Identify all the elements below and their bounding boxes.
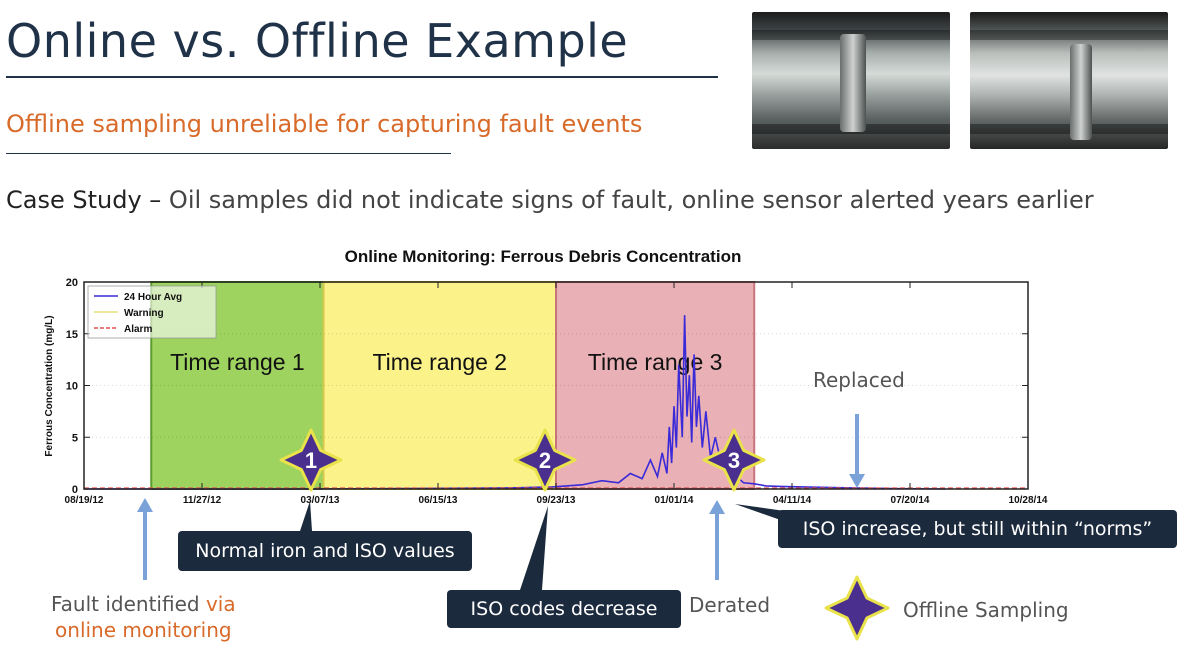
y-axis-label: Ferrous Concentration (mg/L) (44, 315, 55, 456)
chart-title: Online Monitoring: Ferrous Debris Concen… (345, 247, 742, 266)
offline-sample-marker-3 (702, 428, 766, 492)
bearing-photo-before (752, 12, 950, 149)
legend-entry: Warning (124, 308, 164, 319)
callout-pointer-iso-decrease (520, 506, 548, 590)
replaced-label: Replaced (813, 368, 905, 392)
offline-sampling-legend-label: Offline Sampling (903, 598, 1069, 622)
derated-arrow-head (709, 500, 725, 514)
offline-sampling-markers: 1 2 3 (279, 428, 890, 641)
offline-sample-marker-3-label: 3 (728, 448, 740, 473)
x-tick-label: 01/01/14 (655, 495, 694, 506)
time-range-label: Time range 1 (170, 349, 305, 375)
subtitle-divider (6, 153, 451, 154)
callout-pointer-iso-increase (735, 504, 792, 524)
spall-damage (840, 34, 866, 132)
case-study-text: Oil samples did not indicate signs of fa… (168, 186, 1094, 214)
callout-pointer-normal (300, 501, 312, 531)
y-tick-label: 15 (66, 329, 78, 341)
y-tick-label: 0 (72, 484, 78, 496)
fault-note-highlight: via (205, 592, 236, 616)
time-range-label: Time range 2 (372, 349, 507, 375)
replaced-arrow-head (849, 474, 865, 488)
x-tick-label: 11/27/12 (183, 495, 222, 506)
case-study-lead: Case Study – (6, 186, 169, 214)
x-tick-label: 03/07/13 (301, 495, 340, 506)
offline-sample-marker-1-label: 1 (305, 448, 317, 473)
callout-normal-values: Normal iron and ISO values (178, 531, 472, 571)
x-tick-label: 04/11/14 (773, 495, 812, 506)
axis-ticks: 0 5 10 15 20 08/19/12 11/27/12 03/07/13 06/15/13… (65, 277, 1048, 506)
x-tick-label: 06/15/13 (419, 495, 458, 506)
derated-label: Derated (689, 593, 771, 617)
case-study-line: Case Study – Oil samples did not indicat… (6, 186, 1094, 214)
x-tick-label: 08/19/12 (65, 495, 104, 506)
series-24h-avg-line (84, 315, 946, 490)
fault-identified-note: Fault identified via online monitoring (51, 591, 236, 643)
callout-iso-decrease: ISO codes decrease (447, 590, 681, 628)
y-tick-label: 5 (72, 432, 78, 444)
x-tick-label: 09/23/13 (537, 495, 576, 506)
offline-sample-marker-2-label: 2 (539, 448, 551, 473)
offline-sample-marker-1 (279, 428, 343, 492)
slide-subtitle: Offline sampling unreliable for capturin… (6, 110, 643, 138)
time-range-label: Time range 3 (588, 349, 723, 375)
y-tick-label: 10 (66, 381, 78, 393)
photo-band (970, 30, 1168, 40)
photo-band (970, 124, 1168, 134)
bearing-photo-after (970, 12, 1168, 149)
annotation-arrows (137, 414, 865, 590)
legend-entry: Alarm (124, 324, 152, 335)
offline-sample-marker-2 (513, 428, 577, 492)
x-tick-label: 07/20/14 (891, 495, 930, 506)
x-tick-label: 10/28/14 (1009, 495, 1048, 506)
legend-entry: 24 Hour Avg (124, 292, 182, 303)
slide-title: Online vs. Offline Example (6, 14, 629, 68)
fault-note-line2: online monitoring (55, 618, 232, 642)
title-divider (6, 76, 718, 78)
y-tick-label: 20 (66, 277, 78, 289)
spall-damage (1070, 44, 1092, 140)
fault-note-text: Fault identified (51, 592, 206, 616)
fault-identified-arrow-head (137, 498, 153, 512)
ferrous-debris-chart: Online Monitoring: Ferrous Debris Concen… (44, 247, 1048, 641)
offline-sampling-legend-icon (824, 575, 890, 641)
callout-iso-increase: ISO increase, but still within “norms” (778, 510, 1177, 548)
